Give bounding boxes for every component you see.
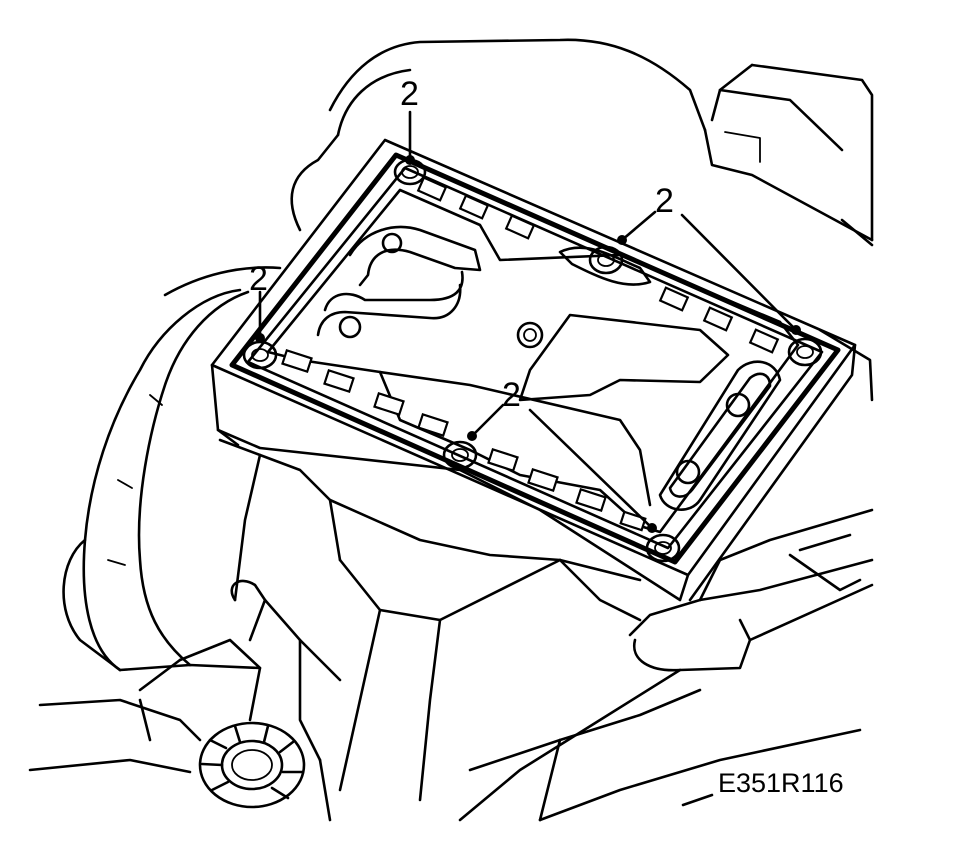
rear-housing [290, 38, 874, 402]
callout-label-right: 2 [655, 182, 674, 220]
bolt-right [787, 337, 823, 367]
bolt-bottom-middle [442, 440, 478, 470]
bolt-bottom-right [645, 533, 681, 563]
right-rail [458, 508, 874, 822]
callout-label-left: 2 [249, 260, 268, 298]
callout-label-bottom: 2 [502, 376, 521, 414]
bolt-top-middle [588, 245, 624, 275]
figure-id-underline [681, 793, 714, 807]
leader-lines [255, 110, 801, 533]
callout-label-top: 2 [400, 75, 419, 113]
lower-bracket-assembly [28, 438, 642, 822]
control-module-plate [210, 138, 857, 602]
left-shroud [62, 266, 282, 672]
figure-id: E351R116 [718, 768, 844, 798]
wheel-hub [198, 721, 306, 809]
